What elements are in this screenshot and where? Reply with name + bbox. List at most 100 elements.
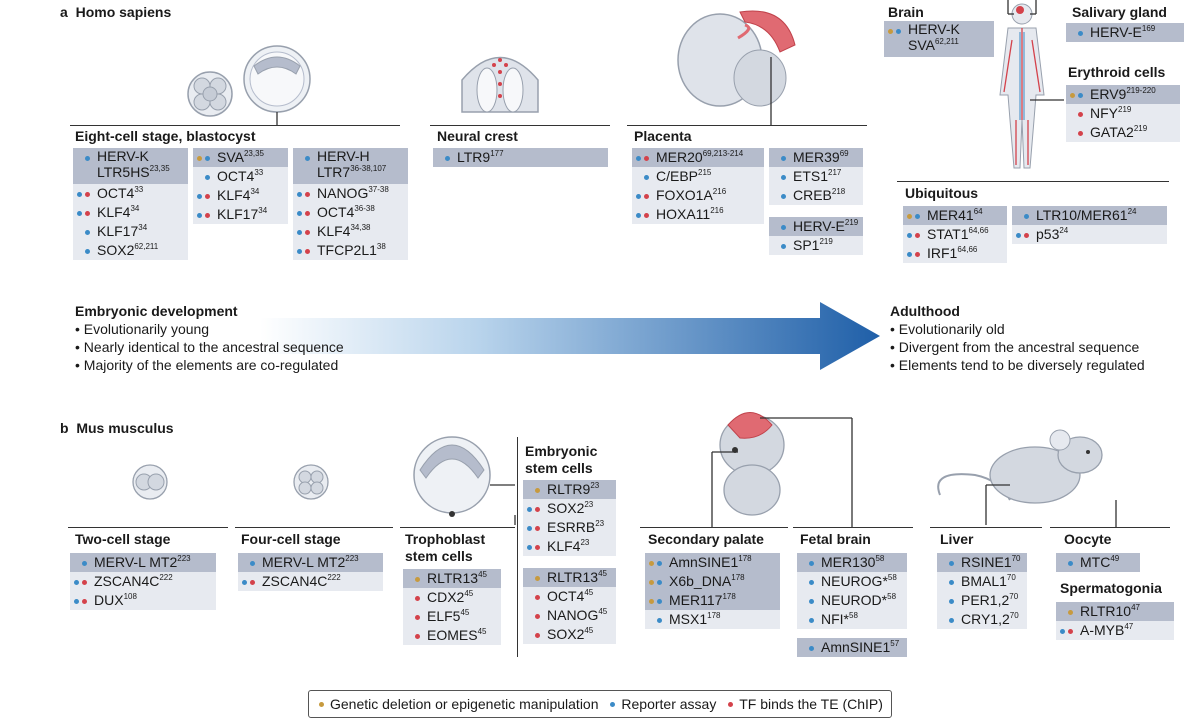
reference-sup: 23 [580, 538, 590, 547]
reporter-dot [657, 580, 662, 585]
evidence-dots [801, 572, 817, 591]
reporter-dot [77, 211, 82, 216]
bracket-four-cell [235, 527, 393, 528]
element-label: ZSCAN4C222 [94, 572, 173, 591]
reference-sup: 38 [376, 242, 386, 251]
bracket-liver [930, 527, 1042, 528]
element-label: SP1219 [793, 236, 833, 255]
label-salivary: Salivary gland [1072, 4, 1167, 20]
list-item: MER13058 [797, 553, 907, 572]
evidence-dots [1070, 23, 1086, 42]
element-label: AmnSINE1178 [669, 553, 752, 572]
list-item: MSX1178 [645, 610, 780, 629]
embryonic-point-1: • Evolutionarily young [75, 321, 210, 337]
reporter-dot [297, 249, 302, 254]
list-item: HERV-E219 [769, 217, 863, 236]
list-item: LTR10/MER6124 [1012, 206, 1167, 225]
reporter-dot [85, 230, 90, 235]
list-item: SOX223 [523, 499, 616, 518]
adulthood-point-1: • Evolutionarily old [890, 321, 1005, 337]
reporter-dot [636, 194, 641, 199]
element-name: RLTR10 [1080, 603, 1132, 619]
element-name: p53 [1036, 226, 1060, 242]
element-label: OCT445 [547, 587, 593, 606]
reference-sup: 45 [584, 626, 594, 635]
list-item: HERV-K LTR5HS23,35 [73, 148, 188, 184]
reporter-dot [781, 156, 786, 161]
reporter-dot [809, 561, 814, 566]
element-name: NEUROD* [821, 592, 888, 608]
reference-sup: 178 [707, 611, 721, 620]
evidence-dots [801, 638, 817, 657]
element-label: LTR9177 [457, 148, 504, 167]
evidence-dots [1016, 225, 1032, 244]
list-item: MERV-L MT2223 [70, 553, 216, 572]
genetic-dot [415, 577, 420, 582]
list-item: OCT445 [523, 587, 616, 606]
label-ubiquitous: Ubiquitous [905, 185, 979, 201]
genetic-dot [907, 214, 912, 219]
reference-sup: 58 [887, 573, 897, 582]
reference-sup: 34 [258, 206, 268, 215]
element-name: IRF1 [927, 245, 958, 261]
evidence-dots [77, 241, 93, 260]
element-label: LTR10/MER6124 [1036, 206, 1136, 225]
reference-sup: 69 [839, 149, 849, 158]
element-name: CREB [793, 187, 832, 203]
reference-sup: 45 [464, 589, 474, 598]
reporter-dot [915, 214, 920, 219]
reference-sup: 34 [138, 223, 148, 232]
evidence-dots [649, 610, 665, 629]
legend-reporter: Reporter assay [621, 696, 717, 712]
element-label: SVA23,35 [217, 148, 264, 167]
reference-sup: 45 [598, 607, 608, 616]
chip-dot [535, 526, 540, 531]
element-name: RLTR13 [427, 570, 479, 586]
chip-dot [1078, 112, 1083, 117]
element-name: AmnSINE1 [669, 554, 739, 570]
list-item: NANOG37-38 [293, 184, 408, 203]
chip-dot [535, 614, 540, 619]
list-item: NANOG45 [523, 606, 616, 625]
list-item: CRY1,270 [937, 610, 1027, 629]
evidence-dots [297, 148, 313, 167]
element-label: BMAL170 [961, 572, 1016, 591]
reporter-dot [809, 618, 814, 623]
label-placenta: Placenta [634, 128, 692, 144]
evidence-dots [773, 217, 789, 236]
evidence-dots [527, 625, 543, 644]
reporter-dot [949, 561, 954, 566]
evidence-dots [941, 591, 957, 610]
list-item: KLF434 [193, 186, 288, 205]
evidence-dots [941, 553, 957, 572]
reporter-dot [907, 233, 912, 238]
element-label: NEUROD*58 [821, 591, 896, 610]
reference-sup: 57 [890, 639, 900, 648]
embryonic-point-3: • Majority of the elements are co-regula… [75, 357, 339, 373]
evidence-dots [801, 591, 817, 610]
reference-sup: 45 [598, 569, 607, 578]
list-item: X6b_DNA178 [645, 572, 780, 591]
element-name: OCT4 [317, 204, 355, 220]
col-oocyte: MTC49 [1056, 553, 1140, 572]
panel-a-header: a Homo sapiens [60, 4, 171, 20]
element-name: CDX2 [427, 589, 465, 605]
element-name: KLF4 [547, 538, 581, 554]
element-name: BMAL1 [961, 573, 1007, 589]
element-label: SOX223 [547, 499, 593, 518]
element-label: MERV-L MT2223 [262, 553, 359, 572]
element-label: STAT164,66 [927, 225, 989, 244]
element-name: HERV-K SVA [908, 21, 960, 53]
element-label: OCT436-38 [317, 203, 375, 222]
list-item: KLF1734 [73, 222, 188, 241]
element-label: SOX245 [547, 625, 593, 644]
reference-sup: 215 [698, 168, 712, 177]
reference-sup: 216 [710, 206, 724, 215]
element-label: IRF164,66 [927, 244, 977, 263]
legend-chip: TF binds the TE (ChIP) [739, 696, 883, 712]
chip-dot [305, 249, 310, 254]
element-label: RSINE170 [961, 553, 1020, 572]
